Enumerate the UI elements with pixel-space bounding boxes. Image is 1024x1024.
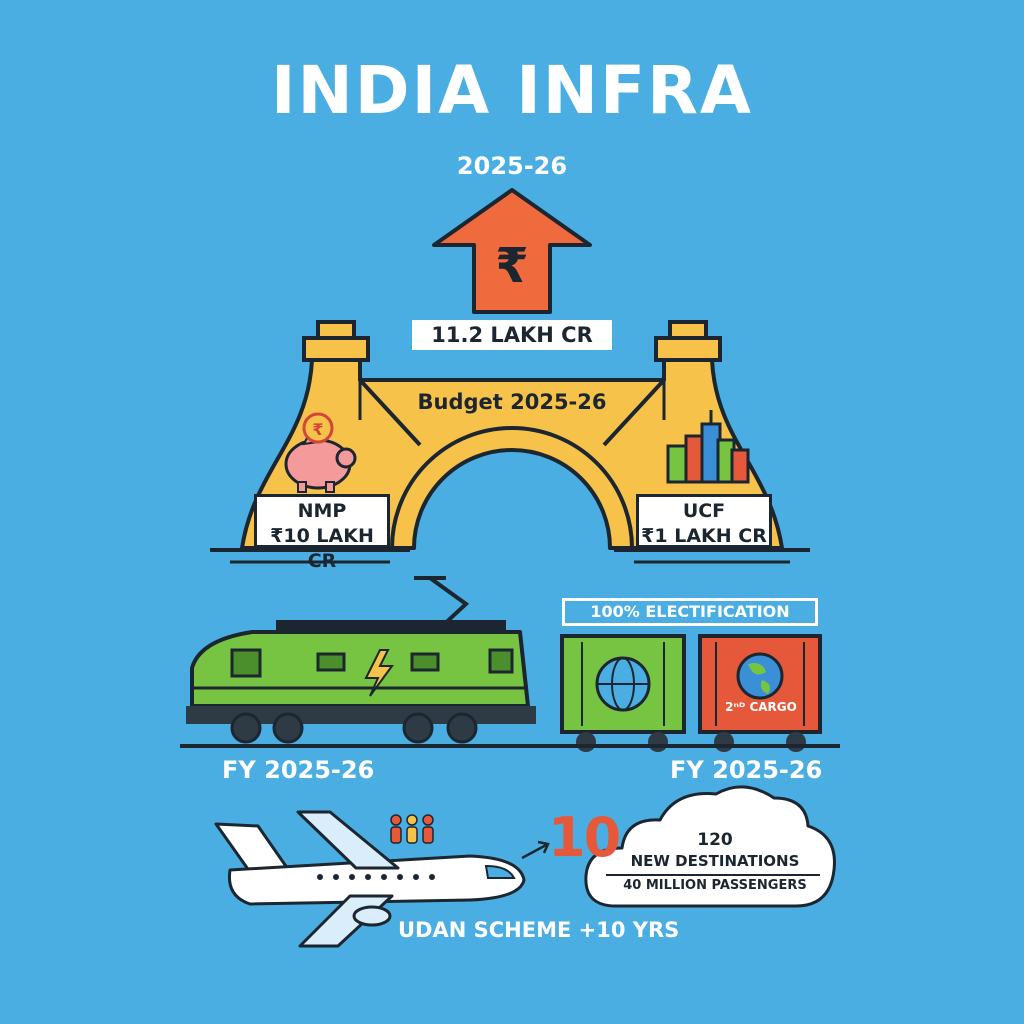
big-number: 10: [548, 806, 621, 869]
rail-year-right: FY 2025-26: [670, 756, 823, 784]
rupee-icon: ₹: [495, 238, 528, 294]
page-title: INDIA INFRA: [271, 52, 753, 129]
red-container-icon: [698, 634, 822, 752]
pointer-arrow-icon: [521, 840, 550, 860]
electric-train-icon: [186, 620, 536, 744]
coin-rupee-icon: ₹: [312, 420, 323, 439]
nmp-value: ₹10 LAKH CR: [270, 525, 374, 572]
cargo-label: 2ⁿᴰ CARGO: [725, 700, 797, 714]
city-buildings-icon: [666, 410, 750, 484]
udan-scheme-label: UDAN SCHEME +10 YRS: [398, 918, 680, 942]
piggy-bank-icon: [284, 412, 357, 493]
top-year: 2025-26: [456, 152, 568, 180]
nmp-title: NMP: [297, 500, 347, 522]
budget-banner: Budget 2025-26: [417, 390, 607, 414]
cloud-icon: [584, 785, 836, 908]
cloud-count: 120: [697, 830, 733, 850]
nmp-box: NMP ₹10 LAKH CR: [254, 494, 390, 572]
rail-year-left: FY 2025-26: [222, 756, 375, 784]
cloud-divider: [606, 874, 820, 876]
airplane-icon: [214, 810, 526, 948]
cloud-line-passengers: 40 MILLION PASSENGERS: [623, 878, 807, 893]
cloud-line-destinations: NEW DESTINATIONS: [630, 852, 800, 870]
ucf-title: UCF: [682, 500, 726, 522]
ucf-value: ₹1 LAKH CR: [641, 525, 767, 547]
capex-label: 11.2 LAKH CR: [412, 320, 612, 350]
green-container-icon: [560, 634, 686, 752]
electrification-banner: 100% ELECTIFICATION: [562, 598, 818, 626]
people-icon: [390, 814, 434, 844]
capex-up-arrow-icon: [432, 188, 592, 314]
ucf-box: UCF ₹1 LAKH CR: [636, 494, 772, 548]
